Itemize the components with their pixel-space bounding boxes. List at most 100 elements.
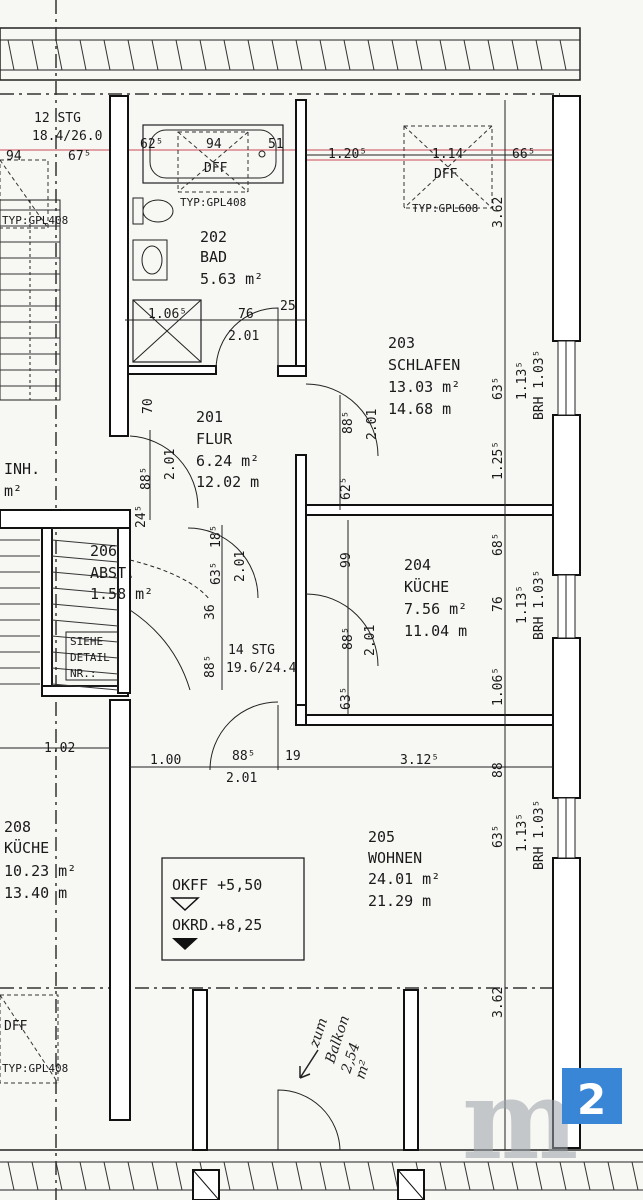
hatch-line [487,1161,495,1191]
hatch-line [367,1161,375,1191]
wall-corridor-bedroom [295,454,307,706]
dff-label-left: DFF [4,1019,28,1034]
room-203-perimeter: 14.68 m [388,400,451,418]
room-208-name: KÜCHE [4,838,49,857]
room-203-number: 203 [388,334,415,352]
room-205-number: 205 [368,828,395,846]
dff-label-bath: DFF [204,161,228,176]
dim-94: 94 [6,149,22,164]
dim-625: 62⁵ [140,137,163,152]
dim-635: 63⁵ [209,562,224,585]
room-204-number: 204 [404,556,431,574]
bathtub [142,124,284,184]
room-208-perimeter: 13.40 m [4,884,67,902]
dim-362b: 3.62 [491,987,506,1018]
room-201-area: 6.24 m² [196,452,259,470]
dim-102: 1.02 [44,741,75,756]
balcony-arrow [299,1049,319,1079]
dim-885a: 88⁵ [341,411,356,434]
room-204-perimeter: 11.04 m [404,622,467,640]
hatch-line [51,587,119,595]
dim-51: 51 [268,137,284,152]
hatch-line [631,1161,639,1191]
toilet [132,197,174,225]
room-203-area: 13.03 m² [388,378,460,396]
room-205-area: 24.01 m² [368,870,440,888]
brh-label-2: BRH 1.03⁵ [532,570,547,640]
hatch-line [463,1161,471,1191]
dim-1255: 1.25⁵ [491,441,506,480]
wall-abst-right [117,527,131,694]
wall-kitchen-living [305,714,554,726]
type-label-bedroom: TYP:GPL608 [412,202,478,215]
type-label-left-top: TYP:GPL408 [2,214,68,227]
hatch-line [247,39,255,71]
hatch-line [367,39,375,71]
dim-76b: 76 [491,596,506,612]
room-204-name: KÜCHE [404,577,449,596]
type-label-bath: TYP:GPL408 [180,196,246,209]
hatch-line [319,1161,327,1191]
dim-3125: 3.12⁵ [400,753,439,768]
dim-635b: 63⁵ [491,377,506,400]
hatch-line [223,1161,231,1191]
dim-76: 76 [238,307,254,322]
stair-lower-ratio: 19.6/24.4 [226,661,297,676]
hatch-line [511,1161,519,1191]
room-206-name: ABST. [90,564,135,582]
room-einh-name: INH. [4,460,40,478]
hatch-line [319,39,327,71]
dim-635c: 63⁵ [339,687,354,710]
hatch-line [535,39,543,71]
brh-label-3: BRH 1.03⁵ [532,800,547,870]
room-208-number: 208 [4,818,31,836]
dim-885b: 88⁵ [139,467,154,490]
hatch-line [151,1161,159,1191]
hatch-line [103,39,111,71]
room-201-perimeter: 12.02 m [196,473,259,491]
shower [132,299,202,363]
door-swing-living [209,701,279,771]
hatch-line [127,1161,135,1191]
level-okff: OKFF +5,50 [172,876,262,894]
dim-885e-stair: 88⁵ [203,655,218,678]
hatch-line [51,651,119,659]
hatch-line [51,539,119,547]
skylight-left-top [0,159,49,229]
room-206-area: 1.58 m² [90,585,153,603]
room-203-name: SCHLAFEN [388,356,460,374]
dim-36: 36 [203,604,218,620]
detail-note-line1: SIEHE [70,635,103,648]
dim-94b: 94 [206,137,222,152]
dim-685: 68⁵ [491,533,506,556]
hatch-line [271,1161,279,1191]
handwriting-line4: m² [353,1058,374,1081]
hatch-line [51,683,119,691]
room-202-number: 202 [200,228,227,246]
room-205-name: WOHNEN [368,849,422,867]
stair-upper-label: 12 STG [34,111,81,126]
wall-bath-bottom-right [277,365,307,377]
detail-note-line3: NR.: [70,667,97,680]
dim-201a: 2.01 [228,329,259,344]
dim-70: 70 [141,398,156,414]
dim-1065: 1.06⁵ [148,307,187,322]
wall-bath-bottom [127,365,217,375]
wall-kitchen-door-stub [295,704,307,726]
hatch-line [247,1161,255,1191]
level-box [161,857,305,961]
hatch-line [7,39,15,71]
dim-201f: 2.01 [226,771,257,786]
hatch-line [223,39,231,71]
stair-upper-ratio: 18.4/26.0 [32,129,102,144]
hatch-line [55,39,63,71]
hatch-line [51,571,119,579]
hatch-line [55,1161,63,1191]
room-206-number: 206 [90,542,117,560]
wall-living-left-top [109,699,131,1121]
hatch-line [535,1161,543,1191]
dim-100: 1.00 [150,753,181,768]
hatch-line [271,39,279,71]
dim-201d: 2.01 [233,551,248,582]
hatch-line [583,1161,591,1191]
